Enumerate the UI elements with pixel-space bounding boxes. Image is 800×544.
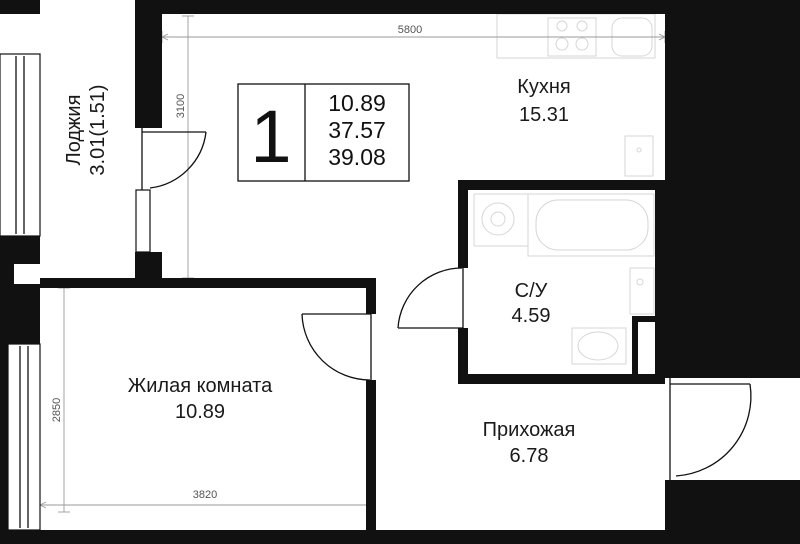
rooms-count: 1 — [250, 95, 291, 178]
windows — [0, 53, 151, 531]
bathroom-area: 4.59 — [512, 305, 551, 327]
badge-total-with-loggia: 39.08 — [328, 144, 386, 170]
kitchen-area: 15.31 — [519, 104, 569, 126]
loggia-area: 3.01(1.51) — [87, 84, 109, 175]
dimension-lines — [38, 15, 667, 513]
kitchen-name: Кухня — [517, 76, 571, 98]
loggia-label: Лоджия 3.01(1.51) — [63, 84, 109, 175]
badge-living-area: 10.89 — [328, 90, 386, 116]
loggia-name: Лоджия — [63, 95, 85, 166]
bathroom-fixtures — [473, 193, 655, 365]
hallway-area: 6.78 — [510, 445, 549, 467]
badge-total-area: 37.57 — [328, 117, 386, 143]
living-area: 10.89 — [175, 401, 225, 423]
dim-living-width: 3820 — [193, 489, 217, 501]
dim-kitchen-depth: 3100 — [175, 94, 187, 118]
hallway-name: Прихожая — [483, 419, 576, 441]
living-name: Жилая комната — [128, 375, 273, 397]
bathroom-name: С/У — [515, 280, 548, 302]
area-badge: 1 10.89 37.57 39.08 — [237, 83, 410, 182]
doors — [141, 128, 752, 480]
dim-kitchen-width: 5800 — [398, 24, 422, 36]
dim-living-depth: 2850 — [51, 398, 63, 422]
